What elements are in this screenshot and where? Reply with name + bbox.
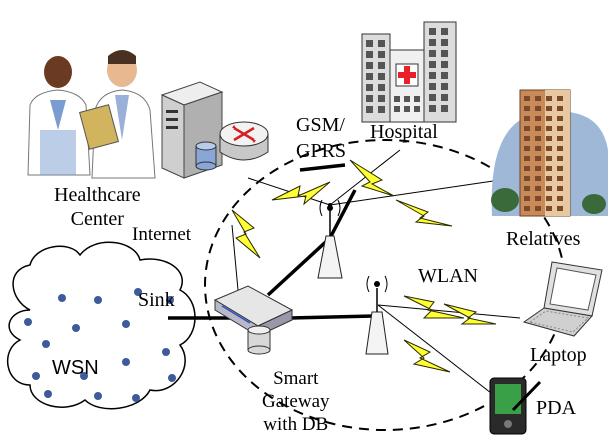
hospital-label: Hospital <box>370 121 438 143</box>
link-gateway-gsm-antenna <box>266 236 332 297</box>
sensor-node <box>24 318 32 326</box>
sensor-node <box>166 296 174 304</box>
cell-tower-icon <box>317 199 343 279</box>
sensor-node <box>94 392 102 400</box>
lightning-bolt <box>403 339 451 373</box>
healthcare-center-label: Healthcare Center <box>54 184 141 230</box>
wireless-lightning-bolts <box>231 159 497 373</box>
sensor-node <box>162 348 170 356</box>
laptop-icon <box>522 261 603 337</box>
sensor-node <box>32 372 40 380</box>
pda-label: PDA <box>536 397 577 419</box>
relatives-label: Relatives <box>506 228 581 250</box>
apartment-building-icon <box>491 89 608 217</box>
sensor-node <box>134 288 142 296</box>
wlan-label: WLAN <box>418 265 478 287</box>
wireless-antenna-icon <box>328 203 332 207</box>
wsn-label: WSN <box>52 357 99 379</box>
hospital-building-icon <box>361 21 457 123</box>
sensor-node <box>80 372 88 380</box>
sensor-node <box>94 296 102 304</box>
sensor-node <box>72 324 80 332</box>
sensor-node <box>42 340 50 348</box>
sensor-node <box>168 374 176 382</box>
gsm-gprs-label: GSM/ GPRS <box>296 114 347 162</box>
link-gsm-tower <box>328 189 357 239</box>
sink-label: Sink <box>138 289 175 311</box>
lightning-bolt <box>349 159 395 197</box>
link-gsm-spoke <box>299 163 346 172</box>
lightning-bolt <box>443 303 497 325</box>
internet-label: Internet <box>132 224 192 245</box>
lightning-bolt <box>403 295 465 319</box>
sensor-node <box>58 294 66 302</box>
sensor-node <box>44 390 52 398</box>
database-icon <box>195 141 217 171</box>
wifi-access-point-icon <box>365 275 389 355</box>
sensor-node <box>122 320 130 328</box>
wsn-cloud-icon <box>6 241 196 410</box>
gateway-database-icon <box>247 325 271 355</box>
pda-icon <box>489 377 542 435</box>
link-gateway-wlan-antenna <box>289 314 375 320</box>
lightning-bolt <box>271 181 331 206</box>
network-links <box>168 163 375 320</box>
sensor-node <box>122 358 130 366</box>
sensor-node <box>132 394 140 402</box>
doctors-icon <box>27 50 156 179</box>
sensor-nodes <box>24 288 176 402</box>
laptop-label: Laptop <box>530 344 587 366</box>
wireless-paths <box>231 149 521 401</box>
smart-gateway-label: Smart Gateway with DB <box>262 368 330 435</box>
lightning-bolt <box>395 199 453 227</box>
router-icon <box>219 121 269 161</box>
lightning-bolt <box>231 209 261 259</box>
